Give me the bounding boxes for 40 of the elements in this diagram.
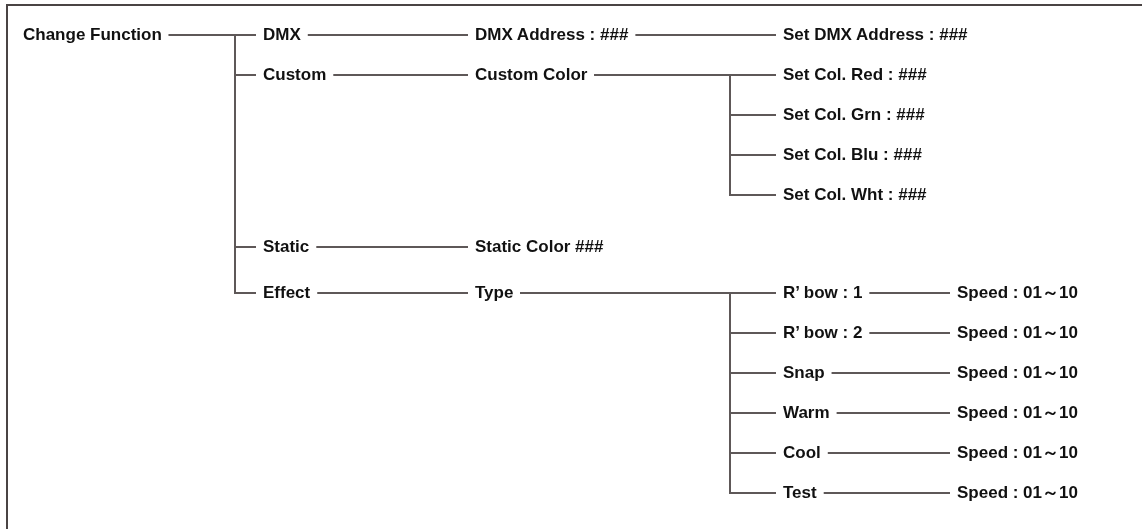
menu-item-label: Test — [776, 482, 824, 504]
menu-item-label: Warm — [776, 402, 837, 424]
menu-item-label: Static — [256, 236, 317, 258]
menu-item-label: Set Col. Grn : ### — [776, 104, 932, 126]
menu-item-label: Cool — [776, 442, 828, 464]
menu-item-label: Speed : 01～10 — [950, 402, 1085, 424]
connector-line — [593, 74, 777, 196]
menu-item-label: Custom Color — [468, 64, 595, 86]
menu-item-label: Change Function — [16, 24, 169, 46]
menu-item-label: Set Col. Blu : ### — [776, 144, 929, 166]
menu-item-label: Effect — [256, 282, 318, 304]
menu-item-label: Set Col. Red : ### — [776, 64, 934, 86]
menu-item-label: Set DMX Address : ### — [776, 24, 975, 46]
menu-item-label: Speed : 01～10 — [950, 322, 1085, 344]
menu-item-label: DMX — [256, 24, 308, 46]
menu-item-label: Set Col. Wht : ### — [776, 184, 934, 206]
menu-item-label: Speed : 01～10 — [950, 282, 1085, 304]
connector-line — [306, 34, 469, 36]
menu-item-label: Snap — [776, 362, 832, 384]
connector-line — [826, 452, 951, 454]
connector-line — [835, 412, 951, 414]
connector-line — [519, 292, 777, 494]
connector-line — [316, 292, 469, 294]
menu-item-label: Type — [468, 282, 521, 304]
connector-line — [634, 34, 777, 36]
menu-item-label: R’ bow : 1 — [776, 282, 870, 304]
menu-item-label: DMX Address : ### — [468, 24, 636, 46]
menu-item-label: Static Color ### — [468, 236, 611, 258]
connector-line — [868, 332, 951, 334]
connector-line — [822, 492, 951, 494]
menu-item-label: Speed : 01～10 — [950, 442, 1085, 464]
menu-item-label: Custom — [256, 64, 334, 86]
connector-line — [830, 372, 951, 374]
menu-item-label: Speed : 01～10 — [950, 362, 1085, 384]
menu-item-label: R’ bow : 2 — [776, 322, 870, 344]
connector-line — [315, 246, 469, 248]
connector-line — [868, 292, 951, 294]
menu-item-label: Speed : 01～10 — [950, 482, 1085, 504]
connector-line — [167, 34, 257, 294]
connector-line — [332, 74, 469, 76]
